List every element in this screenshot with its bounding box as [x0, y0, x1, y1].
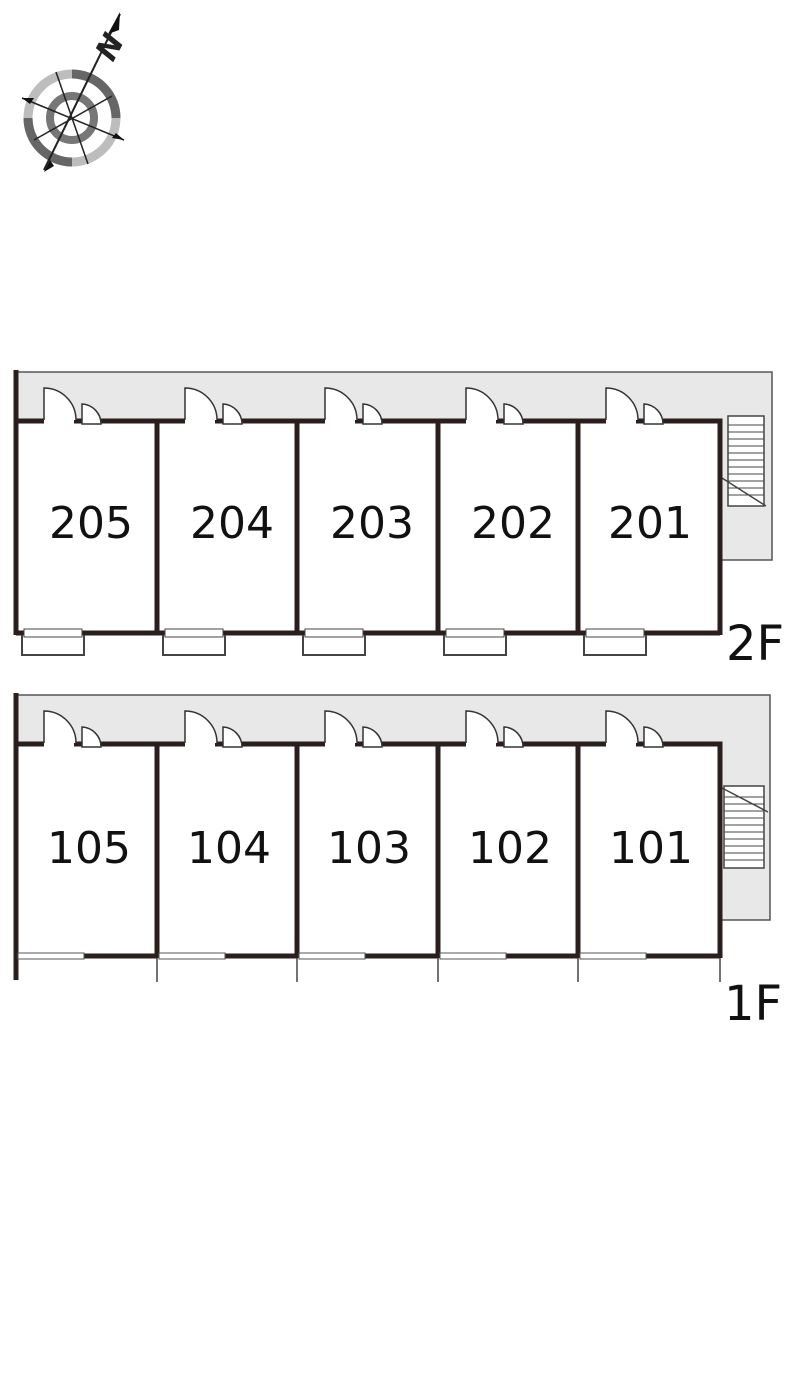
door-icon: [324, 387, 383, 425]
unit-205-label: 205: [49, 498, 133, 549]
unit-104-label: 104: [187, 823, 271, 874]
unit-202-label: 202: [471, 498, 555, 549]
unit-201-label: 201: [608, 498, 692, 549]
balcony: [302, 628, 366, 656]
balcony: [21, 628, 85, 656]
compass-north-label: N: [89, 28, 132, 67]
balcony: [583, 628, 647, 656]
floor-2f: 205 204 203 202 201 2F: [13, 370, 784, 672]
door-icon: [43, 710, 102, 748]
door-icon: [43, 387, 102, 425]
door-icon: [465, 387, 524, 425]
unit-103-label: 103: [327, 823, 411, 874]
stairs-1f: [721, 785, 769, 869]
stairs-2f: [721, 415, 767, 507]
door-icon: [465, 710, 524, 748]
unit-105-label: 105: [47, 823, 131, 874]
unit-203-label: 203: [330, 498, 414, 549]
door-icon: [184, 710, 243, 748]
balcony: [162, 628, 226, 656]
door-icon: [184, 387, 243, 425]
door-icon: [605, 387, 664, 425]
floor-label-1f: 1F: [724, 976, 782, 1032]
unit-102-label: 102: [468, 823, 552, 874]
floor-label-2f: 2F: [726, 616, 784, 672]
unit-101-label: 101: [609, 823, 693, 874]
door-icon: [324, 710, 383, 748]
unit-204-label: 204: [190, 498, 274, 549]
compass-rose-icon: N: [21, 12, 132, 172]
door-icon: [605, 710, 664, 748]
window: [17, 952, 647, 960]
floor-1f: 105 104 103 102 101 1F: [13, 693, 782, 1032]
balcony: [443, 628, 507, 656]
